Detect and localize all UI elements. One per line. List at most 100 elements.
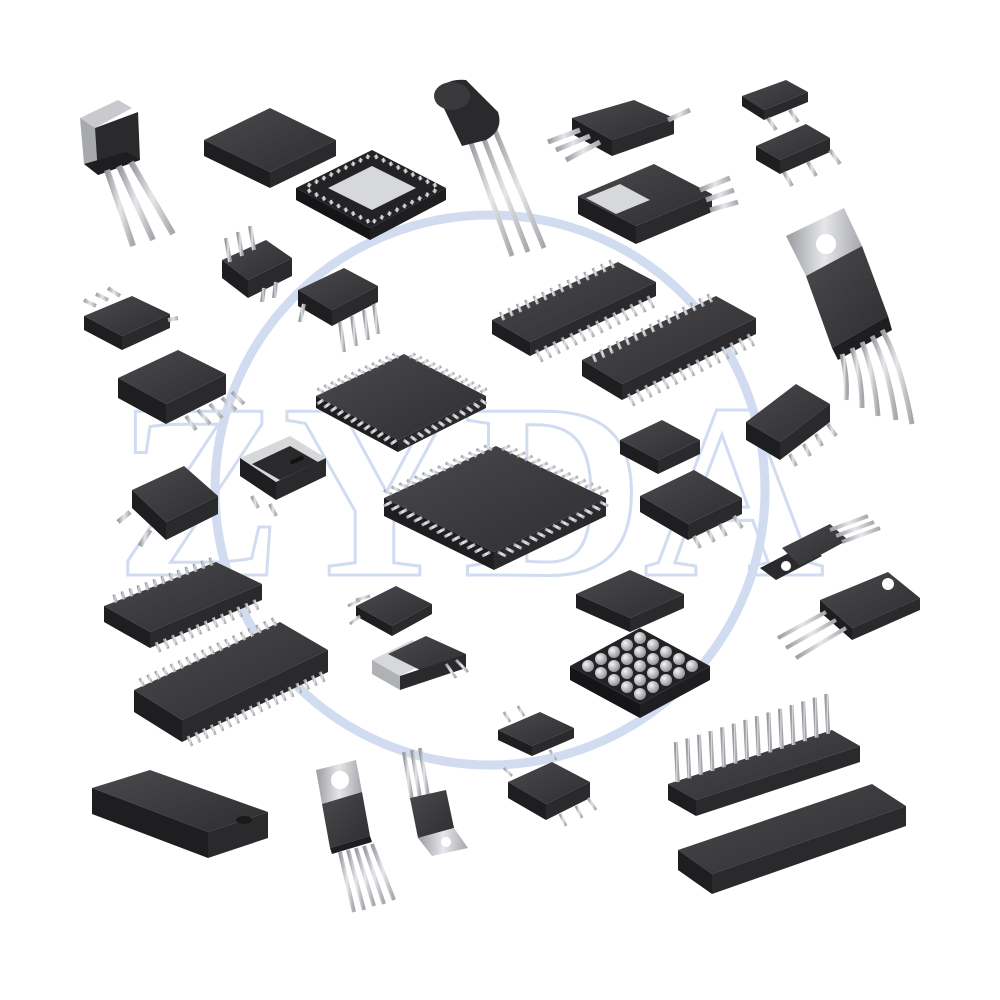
bga-ball: [621, 653, 633, 665]
ssop-pin: [303, 678, 310, 691]
bga-ball: [647, 639, 659, 651]
tqfp-pin: [544, 527, 554, 535]
bga-ball: [673, 653, 685, 665]
ssop-pin: [515, 303, 523, 313]
ssop-pin: [219, 613, 227, 625]
ssop-pin: [136, 584, 142, 594]
tqfp-pin: [316, 398, 325, 406]
ssop-pin: [574, 275, 582, 285]
ssop-pin: [168, 572, 174, 582]
tqfp-pin: [460, 377, 469, 385]
tqfp-pin: [451, 535, 461, 542]
tqfp-pin: [376, 431, 385, 439]
ssop-pin: [160, 575, 166, 585]
tqfp-pin: [329, 405, 338, 413]
qfn-pad: [410, 171, 416, 178]
ssop-pin: [560, 336, 570, 351]
ssop-pin: [177, 659, 185, 670]
ssop-pin: [216, 641, 224, 652]
tqfp-pin: [465, 405, 474, 413]
tqfp-pin: [371, 361, 379, 369]
dip-pin: [731, 723, 738, 764]
qfn-pads: [306, 154, 438, 224]
ssop-pin: [603, 316, 613, 330]
tqfp-pin: [343, 413, 351, 420]
ssop-pin: [706, 293, 714, 303]
bga-ball: [621, 681, 633, 693]
ssop-pin: [729, 341, 739, 356]
ssop-pin: [192, 563, 198, 573]
dip-pin: [720, 727, 727, 768]
qfn-pad: [343, 207, 349, 213]
tqfp-pin: [350, 371, 359, 378]
dip-pin: [673, 742, 680, 783]
ssop-pin: [162, 638, 170, 650]
watermark-ring: [210, 210, 770, 770]
qfn-pad: [335, 203, 342, 209]
sot23-package-icon: [502, 762, 598, 827]
tqfp-pin: [330, 380, 338, 388]
ssop-pin: [279, 690, 287, 702]
to220-flat-icon: [760, 514, 881, 580]
bga-ball: [686, 660, 698, 672]
tqfp-pin: [483, 444, 493, 452]
ssop-pin: [194, 731, 202, 743]
tqfp-pin: [337, 377, 345, 385]
ssop-pin: [746, 333, 756, 347]
ssop-pin: [185, 656, 192, 666]
dip8-package-icon: [222, 225, 292, 303]
ssop-pin: [295, 682, 303, 694]
ssop-pin: [211, 616, 219, 629]
qfn-pad: [357, 214, 364, 220]
ssop-pin: [552, 340, 561, 355]
ssop-pin: [632, 331, 639, 342]
tqfp-pin: [398, 508, 408, 515]
qfn-pad: [357, 157, 364, 163]
to220-5pin-icon: [786, 208, 915, 425]
tqfp-pin: [516, 451, 526, 458]
ssop-package-icon: [134, 617, 328, 747]
qfn-pad: [328, 199, 334, 205]
ssop-pin: [200, 649, 208, 659]
tqfp-pin: [576, 478, 587, 486]
ssop-pin: [236, 606, 244, 618]
qfn-pad: [424, 179, 431, 185]
qfn-pad: [371, 218, 377, 224]
ssop-pin: [626, 393, 636, 407]
tqfp-pin: [316, 387, 325, 394]
ssop-pin: [154, 670, 161, 680]
tqfp-pin: [402, 438, 411, 446]
soic-center-icon: [347, 586, 432, 636]
tqfp-pin: [546, 464, 556, 472]
tqfp-pin: [336, 409, 345, 417]
tqfp-upper-icon: [316, 352, 488, 452]
ssop-pin: [170, 634, 178, 646]
bga-ball: [660, 674, 672, 686]
tqfp-pin: [575, 512, 586, 519]
tqfp-pin: [423, 427, 432, 435]
qfn-pad: [395, 164, 401, 171]
qfn-pad: [424, 192, 430, 198]
ssop-pin: [557, 283, 565, 293]
tqfp-pin: [453, 374, 462, 381]
ssop-pin: [669, 371, 679, 386]
tqfp-pin: [567, 516, 578, 523]
ssop-pin: [681, 306, 689, 316]
tqfp-pin: [497, 550, 507, 558]
ssop-pin: [270, 617, 278, 627]
ssop-pin: [615, 340, 623, 350]
tqfp-pin: [416, 431, 425, 439]
ssop-pin: [673, 310, 681, 320]
tqfp-pin: [420, 519, 431, 527]
tqfp-pin: [443, 531, 454, 539]
dip16-package-icon: [92, 770, 268, 888]
ssop-pin: [310, 675, 318, 687]
ssop-pin: [240, 709, 248, 721]
tqfp-pin: [479, 398, 488, 406]
to251-package-icon: [80, 100, 176, 247]
tqfp-pin: [599, 488, 609, 496]
to220-package-icon: [316, 760, 396, 913]
ssop-lower-icon: [582, 293, 756, 407]
ssop-pin: [248, 705, 256, 717]
